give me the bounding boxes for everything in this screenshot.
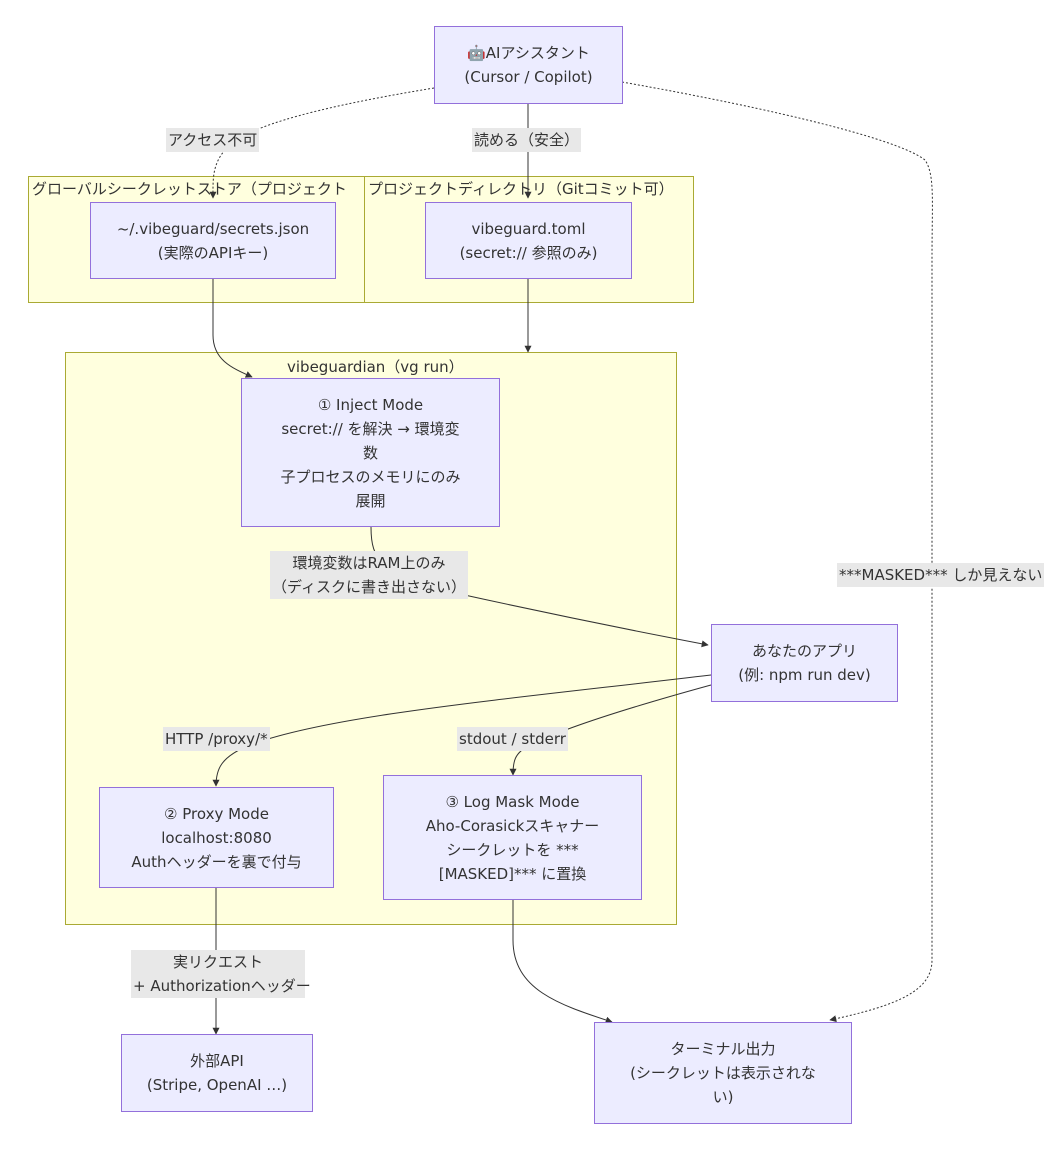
edge-label-http-proxy: HTTP /proxy/* — [163, 727, 270, 751]
node-log-mask-mode[interactable]: ③ Log Mask Mode Aho-Corasickスキャナー シークレット… — [383, 775, 642, 900]
robot-icon: 🤖 — [467, 44, 486, 62]
cluster-global-store-title: グローバルシークレットストア（プロジェクト — [32, 180, 347, 198]
edge-logmask-to-terminal — [512, 900, 613, 1024]
node-ai-assistant[interactable]: 🤖AIアシスタント (Cursor / Copilot) — [434, 26, 623, 104]
edge-label-env-ram: 環境変数はRAM上のみ （ディスクに書き出さない） — [270, 551, 468, 599]
node-vibeguard-toml[interactable]: vibeguard.toml (secret:// 参照のみ) — [425, 202, 632, 279]
node-your-app[interactable]: あなたのアプリ (例: npm run dev) — [711, 624, 898, 702]
edge-label-real-request: 実リクエスト + Authorizationヘッダー — [131, 950, 311, 998]
edge-secrets-to-inject — [212, 279, 253, 378]
cluster-project-dir-title: プロジェクトディレクトリ（Gitコミット可） — [368, 180, 674, 198]
edge-label-masked-only: ***MASKED*** しか見えない — [837, 563, 1045, 587]
node-terminal-output[interactable]: ターミナル出力 (シークレットは表示されな い) — [594, 1022, 852, 1124]
edge-ai-to-terminal — [621, 81, 933, 1023]
cluster-vibeguardian-title: vibeguardian（vg run） — [287, 358, 464, 376]
edge-label-stdout: stdout / stderr — [457, 727, 568, 751]
node-external-api[interactable]: 外部API (Stripe, OpenAI …) — [121, 1034, 313, 1112]
edge-label-no-access: アクセス不可 — [166, 128, 260, 152]
node-proxy-mode[interactable]: ② Proxy Mode localhost:8080 Authヘッダーを裏で付… — [99, 787, 334, 888]
edge-label-read-safe: 読める（安全） — [472, 128, 582, 152]
node-inject-mode[interactable]: ① Inject Mode secret:// を解決 → 環境変 数 子プロセ… — [241, 378, 500, 527]
edge-app-to-proxy — [212, 674, 712, 787]
node-secrets-json[interactable]: ~/.vibeguard/secrets.json (実際のAPIキー) — [90, 202, 336, 279]
